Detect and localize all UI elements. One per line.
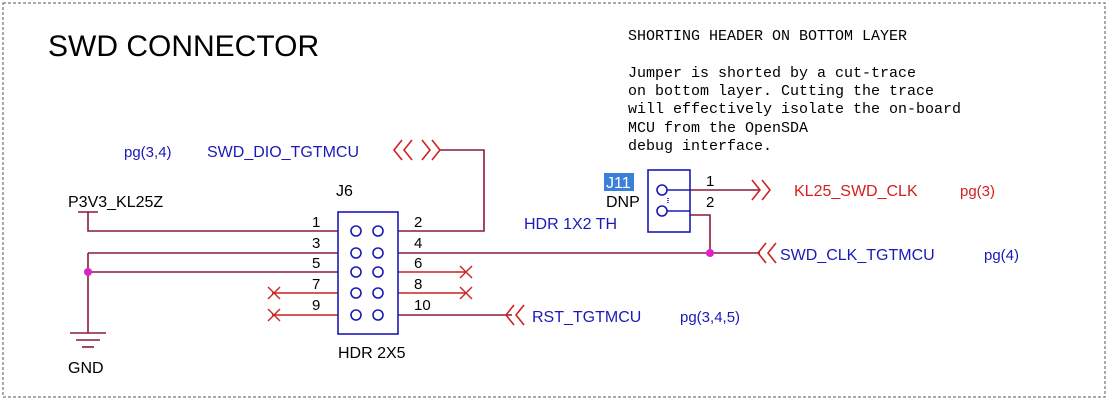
j11-value: HDR 1X2 TH <box>524 216 617 233</box>
j11-pin-number: 2 <box>706 194 714 211</box>
note-line: will effectively isolate the on-board <box>628 101 961 118</box>
j6-pins <box>350 225 384 321</box>
nc-mark-pin6 <box>459 265 473 279</box>
j6-pin-number: 5 <box>312 255 320 272</box>
sheet-border <box>2 2 1106 398</box>
j6-pin-number: 2 <box>414 214 422 231</box>
net-label-swd-clk: SWD_CLK_TGTMCU <box>780 247 935 264</box>
page-ref-rst: pg(3,4,5) <box>680 309 740 326</box>
wire-p3v3-pin1 <box>87 212 338 232</box>
note-heading: SHORTING HEADER ON BOTTOM LAYER <box>628 28 907 45</box>
wire-clk-j11 <box>690 214 711 253</box>
nc-mark-pin8 <box>459 286 473 300</box>
wire-pin2-dio <box>398 149 485 232</box>
ground-icon <box>70 332 106 348</box>
j11-ref-highlight <box>604 173 634 191</box>
note-line: on bottom layer. Cutting the trace <box>628 83 934 100</box>
note-line: Jumper is shorted by a cut-trace <box>628 65 916 82</box>
j6-body <box>337 211 399 335</box>
j6-pin-number: 3 <box>312 235 320 252</box>
j6-ref: J6 <box>336 183 353 200</box>
input-port-icon <box>504 304 525 326</box>
nc-mark-pin9 <box>267 308 281 322</box>
j6-value: HDR 2X5 <box>338 345 406 362</box>
note-line: MCU from the OpenSDA <box>628 120 808 137</box>
pin-stubs <box>272 271 466 316</box>
j6-pin-number: 4 <box>414 235 422 252</box>
page-ref-kl25-clk: pg(3) <box>960 183 995 200</box>
net-label-rst: RST_TGTMCU <box>532 309 641 326</box>
j11-ref: J11 <box>606 175 631 192</box>
junction-dot-clk <box>706 249 714 257</box>
j6-pin-number: 1 <box>312 214 320 231</box>
j6-pin-number: 9 <box>312 297 320 314</box>
input-port-icon <box>756 242 777 264</box>
page-ref-swd-dio: pg(3,4) <box>124 144 172 161</box>
net-label-kl25-clk: KL25_SWD_CLK <box>794 183 918 200</box>
note-line: debug interface. <box>628 138 772 155</box>
ground-label: GND <box>68 360 104 377</box>
sheet-title: SWD CONNECTOR <box>48 30 319 63</box>
j6-pin-number: 8 <box>414 276 422 293</box>
bidirectional-port-icon <box>392 139 442 161</box>
j11-dnp: DNP <box>606 194 640 211</box>
junction-dot-gnd <box>84 268 92 276</box>
j11-pin-number: 1 <box>706 173 714 190</box>
j6-pin-number: 6 <box>414 255 422 272</box>
j11-pins <box>656 184 690 217</box>
page-ref-swd-clk: pg(4) <box>984 247 1019 264</box>
j11-body <box>647 169 691 233</box>
wires <box>87 149 760 333</box>
power-net-label: P3V3_KL25Z <box>68 194 163 211</box>
output-port-icon <box>751 179 772 201</box>
net-label-swd-dio: SWD_DIO_TGTMCU <box>207 144 359 161</box>
j6-pin-number: 10 <box>414 297 431 314</box>
j6-pin-number: 7 <box>312 276 320 293</box>
no-connect-marks <box>267 265 473 322</box>
nc-mark-pin7 <box>267 286 281 300</box>
